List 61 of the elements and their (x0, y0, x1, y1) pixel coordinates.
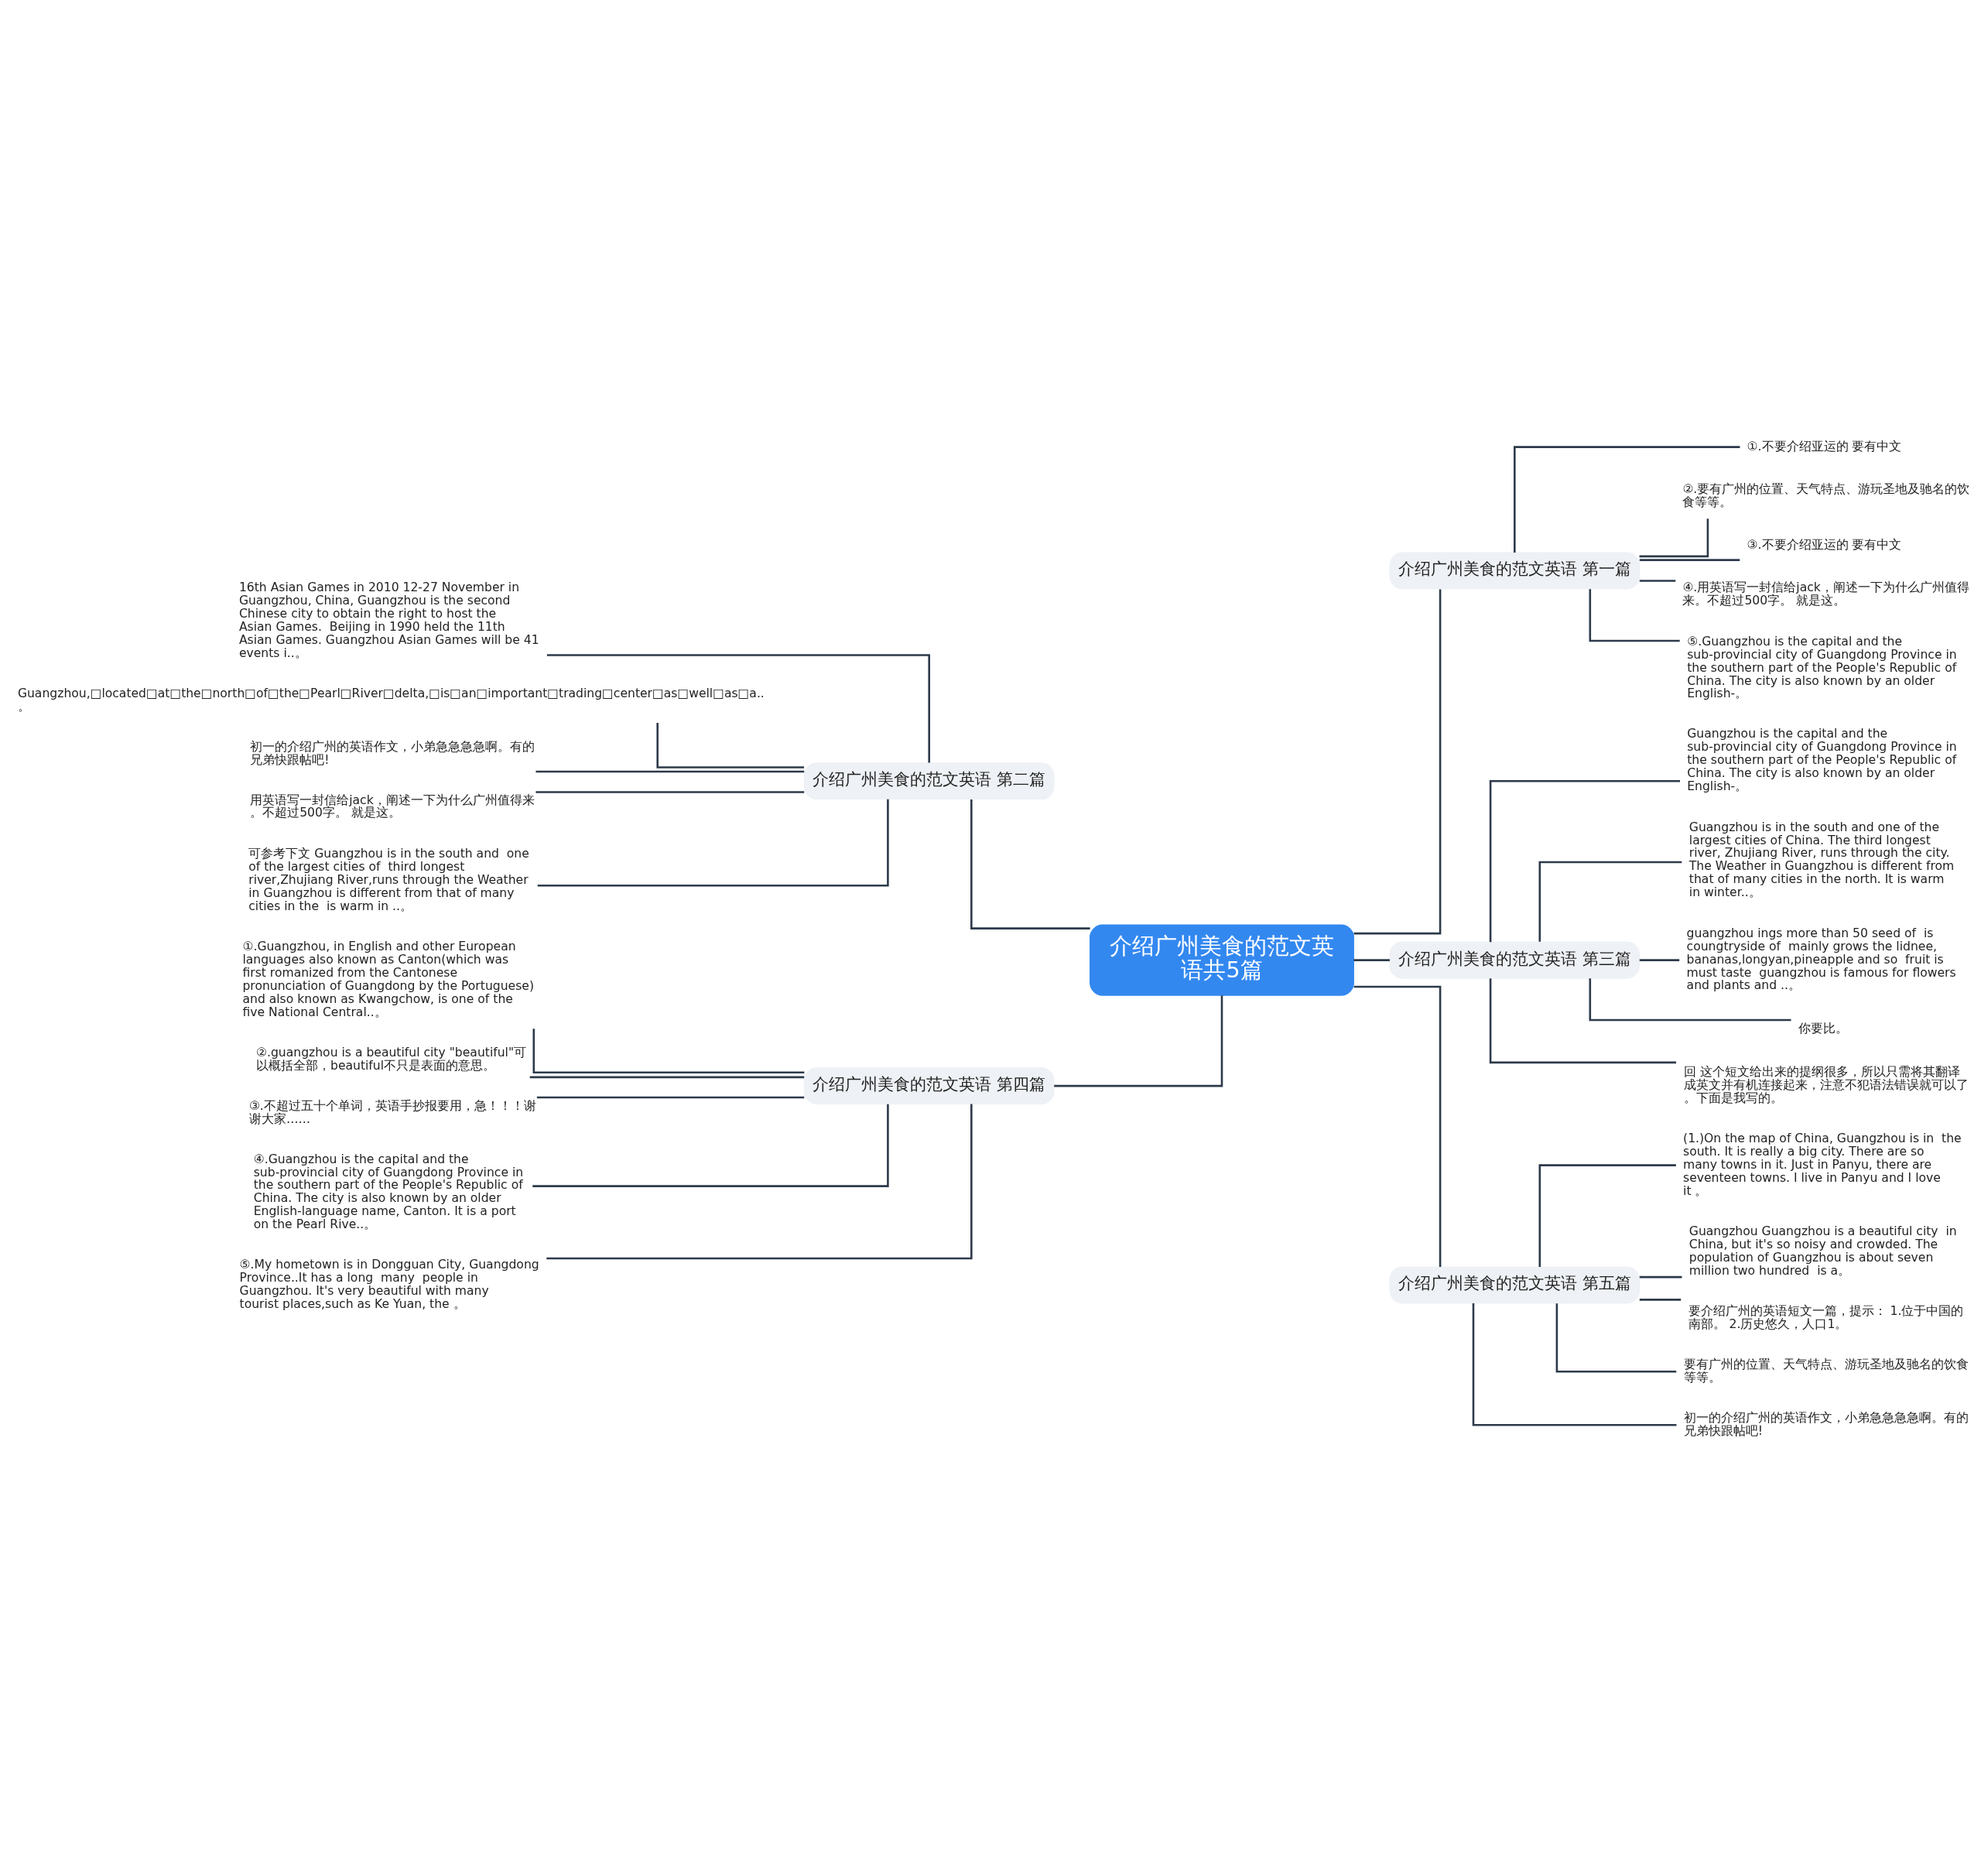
connector (1589, 589, 1680, 642)
connector (532, 1029, 805, 1074)
node-text: ②.guangzhou is a beautiful city "beautiful"可以概括全部，beautiful不只是表面的意思。 (256, 1045, 527, 1073)
node-text: guangzhou ings more than 50 seed of is coungtryside of mainly grows the lidnee, bananas,longyan,pineapple and so fruit is must taste guangzhou is famous for flowers and plants and ..。 (1686, 926, 1956, 993)
connector (529, 1076, 805, 1079)
node-box: 介绍广州美食的范文英语 第三篇 (1389, 941, 1641, 979)
node-text: (1.)On the map of China, Guangzhou is in the south. It is really a big city. There are so many towns in it. Just in Panyu, there are seventeen towns. I live in Panyu and I love it 。 (1683, 1131, 1962, 1198)
connector (1353, 589, 1442, 935)
connector (1514, 446, 1740, 553)
node-box: 介绍广州美食的范文英语共5篇 (1090, 924, 1354, 996)
node-text: ③.不要介绍亚运的 要有中文 (1747, 538, 1902, 553)
node-text: 用英语写一封信给jack，阐述一下为什么广州值得来。不超过500字。 就是这。 (250, 793, 535, 820)
node-text: 16th Asian Games in 2010 12-27 November in Guangzhou, China, Guangzhou is the second Chinese city to obtain the right to host the Asian Games. Beijing in 1990 held the 11th Asian Games. Guangzhou Asian Games will be 41 events i..。 (238, 580, 539, 660)
connector (656, 722, 805, 769)
connector (1639, 580, 1676, 582)
node-text: ④.Guangzhou is the capital and the sub-provincial city of Guangdong Province in the southern part of the People's Republic of China. The city is also known by an older English-language name, Canton. It is a port on the Pearl Rive..。 (253, 1152, 524, 1232)
node-text: 要有广州的位置、天气特点、游玩圣地及驰名的饮食等等。 (1683, 1357, 1969, 1385)
node-box: 介绍广州美食的范文英语 第一篇 (1389, 552, 1641, 590)
node-text: 初一的介绍广州的英语作文，小弟急急急急啊。有的兄弟快跟帖吧! (1683, 1410, 1969, 1438)
connector (1353, 959, 1390, 961)
connector (1489, 978, 1677, 1064)
connector (546, 654, 930, 763)
connector (1639, 1275, 1682, 1279)
connector (532, 1104, 889, 1187)
node-text: ④.用英语写一封信给jack，阐述一下为什么广州值得来。不超过500字。 就是这。 (1682, 580, 1969, 608)
node-text: ⑤.Guangzhou is the capital and the sub-provincial city of Guangdong Province in the southern part of the People's Republic of China. The city is also known by an older English-。 (1687, 634, 1957, 701)
connector (1472, 1303, 1677, 1426)
connector (1489, 779, 1681, 943)
connector (1538, 861, 1682, 942)
node-text: ③.不超过五十个单词，英语手抄报要用，急！！！谢谢大家…… (248, 1098, 536, 1126)
connector (1639, 1299, 1682, 1301)
connector (1639, 559, 1740, 561)
connector (536, 1096, 805, 1099)
connector (1353, 985, 1442, 1267)
node-box: 介绍广州美食的范文英语 第二篇 (803, 762, 1055, 800)
connector (1555, 1303, 1677, 1373)
node-text: ②.要有广州的位置、天气特点、游玩圣地及驰名的饮食等等。 (1682, 481, 1970, 509)
node-box: 介绍广州美食的范文英语 第五篇 (1389, 1266, 1641, 1304)
node-text: 你要比。 (1798, 1022, 1848, 1036)
connector (1639, 519, 1709, 558)
connector (537, 799, 889, 887)
node-text: ⑤.My hometown is in Dongguan City, Guangdong Province..It has a long many people in Guangzhou. It's very beautiful with many tourist places,such as Ke Yuan, the 。 (239, 1258, 539, 1311)
node-box: 介绍广州美食的范文英语 第四篇 (803, 1067, 1055, 1105)
connector (1538, 1164, 1676, 1267)
connector (535, 791, 805, 793)
node-text: ①.Guangzhou, in English and other European languages also known as Canton(which was first romanized from the Cantonese pronunciation of Guangdong by the Portuguese) and also known as Kwangchow, is one of the five National Central..。 (242, 940, 534, 1019)
node-text: 要介绍广州的英语短文一篇，提示： 1.位于中国的南部。 2.历史悠久，人口1。 (1688, 1303, 1964, 1331)
connector (970, 799, 1090, 929)
connector (535, 770, 805, 773)
node-text: Guangzhou Guangzhou is a beautiful city in China, but it's so noisy and crowded. The population of Guangzhou is about seven million two hundred is a。 (1688, 1224, 1957, 1278)
node-text: 初一的介绍广州的英语作文，小弟急急急急啊。有的兄弟快跟帖吧! (250, 739, 535, 767)
node-text: 回 这个短文给出来的提纲很多，所以只需将其翻译成英文并有机连接起来，注意不犯语法错误就可以了。下面是我写的。 (1683, 1065, 1969, 1106)
node-text: ①.不要介绍亚运的 要有中文 (1747, 439, 1902, 454)
connector (1054, 995, 1223, 1087)
node-text: Guangzhou is the capital and the sub-provincial city of Guangdong Province in the southern part of the People's Republic of China. The city is also known by an older English-。 (1687, 727, 1957, 794)
node-text: Guangzhou,□located□at□the□north□of□the□Pearl□River□delta,□is□an□important□trading□center□as□well□as□a..。 (17, 686, 765, 714)
connector (1639, 959, 1680, 961)
node-text: Guangzhou is in the south and one of the largest cities of China. The third longest river, Zhujiang River, runs through the city. The Weather in Guangzhou is different from that of many cities in the north. It is warm in winter..。 (1688, 820, 1955, 900)
node-text: 可参考下文 Guangzhou is in the south and one of the largest cities of third longest river,Zhujiang River,runs through the Weather in Guangzhou is different from that of many cities in the is warm in ..。 (248, 847, 529, 913)
connector (1589, 978, 1791, 1022)
connector (546, 1104, 973, 1260)
